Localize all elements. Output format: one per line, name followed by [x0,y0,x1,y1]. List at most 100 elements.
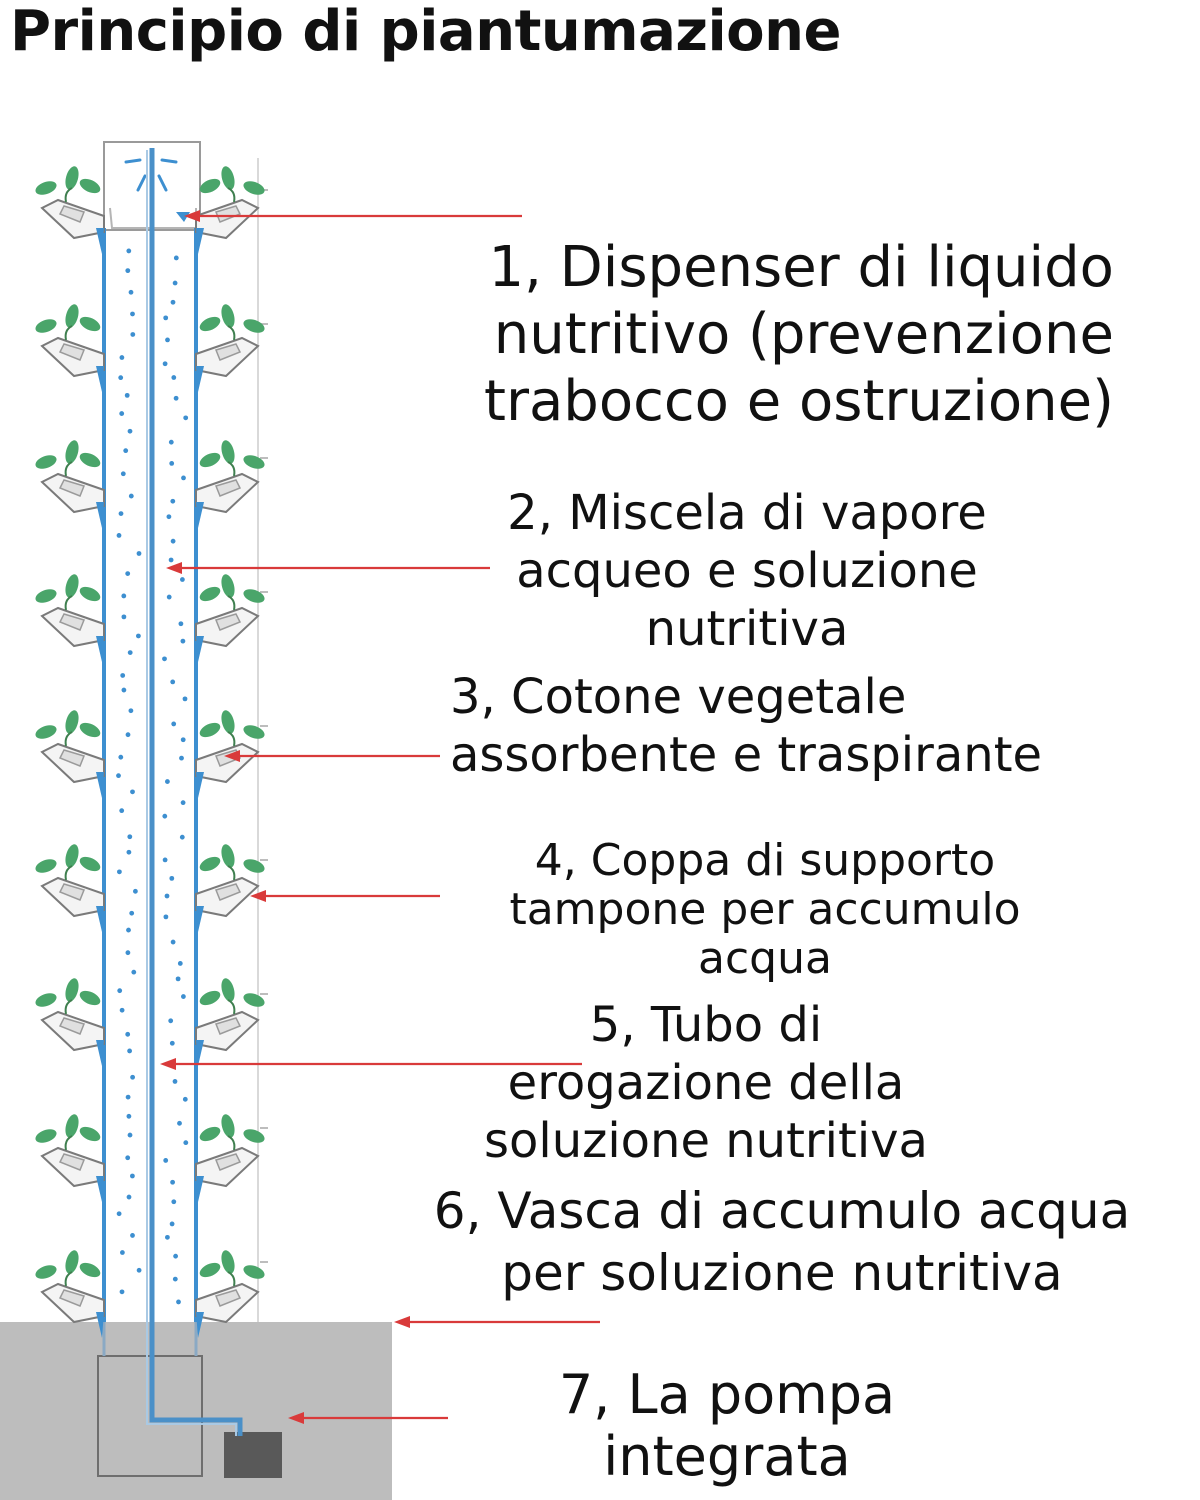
vapor-dot [119,1289,125,1295]
cup-drip [196,366,204,392]
leaf [79,316,101,332]
vapor-dot [125,1155,131,1161]
cotton-wad [214,479,242,497]
plant-cup-right [195,844,265,932]
leaf [199,1262,221,1278]
plant-cup-left [35,1114,105,1202]
vapor-dot [118,375,124,381]
stem [227,595,236,611]
cup-drip [96,636,104,662]
plant-cup-right [195,710,265,798]
callout-arrow [224,750,440,762]
leaf [35,455,57,469]
cup-drip [96,366,104,392]
vapor-dot [120,673,126,678]
leaf [221,1114,235,1138]
cup-drip [96,228,104,254]
cup-drip [196,772,204,798]
vapor-dot [181,475,186,481]
arrow-head [166,562,182,574]
vapor-dot [180,638,186,644]
cotton-wad [58,883,86,901]
vapor-dot [119,808,125,814]
leaf [35,319,57,333]
callout-arrow [288,1412,448,1424]
vapor-dot [130,332,136,337]
vapor-dot [127,1048,132,1054]
vapor-dot [117,869,122,875]
plant-cup-left [35,710,105,798]
leaf [199,452,221,468]
vapor-dot [180,737,186,743]
vapor-dot [183,415,189,421]
vapor-dot [125,1031,131,1037]
leaf [243,319,265,333]
vapor-dot [171,1199,177,1205]
cotton-wad [58,1153,86,1171]
leaf [65,1114,79,1138]
vapor-dot [130,1173,135,1179]
leaf [243,859,265,873]
cup-drip [96,906,104,932]
vapor-dot [173,255,179,261]
vapor-dot [127,1132,133,1138]
stem [227,461,236,477]
cotton-wad [214,613,242,631]
vapor-dot [169,1040,175,1046]
vapor-dot [120,471,126,477]
vapor-dot [177,961,183,966]
plant-cup-left [35,574,105,662]
plant-cup-left [35,440,105,528]
leaf [35,181,57,195]
cup-drip [96,502,104,528]
leaf [199,316,221,332]
vapor-dot [123,448,129,454]
cotton-wad [58,1289,86,1307]
vapor-dot [180,800,186,806]
vapor-dot [163,315,169,321]
vapor-dot [130,789,135,795]
vapor-dot [136,633,141,639]
vapor-dot [170,498,176,504]
cotton-wad [214,1017,242,1035]
arrow-head [224,750,240,762]
arrow-head [160,1058,176,1070]
callout-arrow [184,210,522,222]
leaf [199,722,221,738]
vapor-dot [128,493,134,499]
vapor-dot [179,834,185,840]
leaf [79,1262,101,1278]
vapor-dot [125,268,131,274]
stem [227,999,236,1015]
leaf [79,856,101,872]
cotton-wad [214,1289,242,1307]
vapor-dot [163,914,169,920]
vapor-dot [125,950,131,956]
vapor-dot [126,1113,132,1119]
cotton-wad [214,343,242,361]
leaf [65,978,79,1002]
leaf [243,1129,265,1143]
plant-cup-right [195,1250,265,1338]
vapor-dot [169,875,175,881]
plant-cup-right [195,440,265,528]
cup-drip [196,636,204,662]
cup-drip [196,906,204,932]
leaf [79,1126,101,1142]
vapor-dot [166,594,172,600]
vapor-dot [163,1158,169,1163]
vapor-dot [171,721,177,727]
arrow-head [184,210,200,222]
stem [227,187,236,203]
leaf [221,304,235,328]
leaf [243,181,265,195]
vapor-dot [162,361,168,367]
vapor-dot [130,1233,135,1238]
vapor-dot [172,280,178,286]
vapor-dot [162,857,168,863]
stem [64,1271,73,1287]
leaf [199,586,221,602]
vapor-dot [117,988,123,994]
